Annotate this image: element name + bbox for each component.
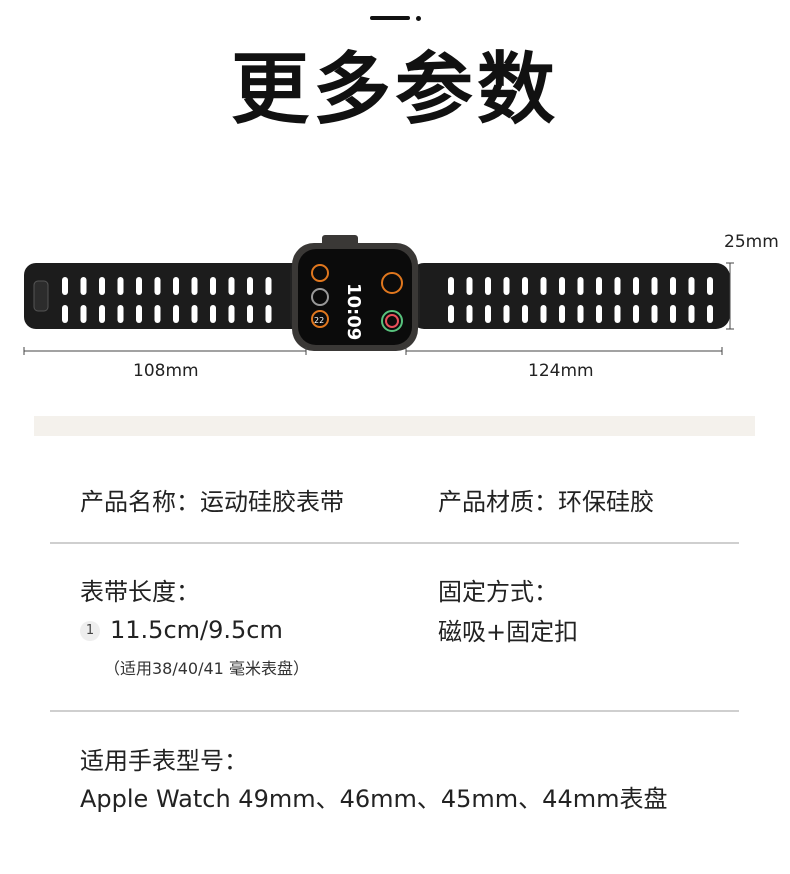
strap-hole <box>670 305 676 323</box>
strap-hole <box>210 305 216 323</box>
right-length-label: 124mm <box>528 361 594 381</box>
strap-hole <box>485 277 491 295</box>
strap-hole <box>80 305 87 323</box>
strap-hole <box>136 305 142 323</box>
strap-hole <box>117 277 124 295</box>
strap-hole <box>651 305 658 323</box>
strap-hole <box>191 277 198 295</box>
fastening-value: 磁吸+固定扣 <box>438 618 579 646</box>
strap-hole <box>559 277 565 295</box>
strap-hole <box>466 277 473 295</box>
strap-hole <box>707 305 713 323</box>
height-label: 25mm <box>724 232 779 252</box>
band-length-value: 11.5cm/9.5cm <box>110 616 283 644</box>
strap-hole <box>136 277 142 295</box>
product-name: 产品名称：运动硅胶表带 <box>80 488 344 516</box>
strap-hole <box>154 277 161 295</box>
left-length-label: 108mm <box>133 361 199 381</box>
strap-hole <box>99 305 105 323</box>
strap-hole <box>522 277 528 295</box>
left-strap-holes <box>62 277 272 323</box>
activity-ring <box>385 314 399 328</box>
strap-hole <box>117 305 124 323</box>
strap-hole <box>596 305 602 323</box>
left-strap <box>24 263 310 329</box>
strap-hole <box>228 305 235 323</box>
strap-hole <box>651 277 658 295</box>
strap-hole <box>210 277 216 295</box>
strap-hole <box>577 277 584 295</box>
row-divider <box>50 710 739 712</box>
strap-hole <box>448 277 454 295</box>
activity-ring <box>381 310 403 332</box>
strap-hole <box>688 305 695 323</box>
strap-hole <box>247 305 253 323</box>
strap-hole <box>173 305 179 323</box>
complication-ring <box>311 264 329 282</box>
strap-hole <box>503 277 510 295</box>
strap-hole <box>173 277 179 295</box>
watch-band-image: 22 10:09 <box>23 235 734 355</box>
watch-time: 10:09 <box>343 283 364 340</box>
strap-hole <box>614 305 621 323</box>
right-strap-holes <box>448 277 713 323</box>
strap-hole <box>466 305 473 323</box>
strap-hole <box>559 305 565 323</box>
strap-hole <box>99 277 105 295</box>
strap-hole <box>540 277 547 295</box>
product-material: 产品材质：环保硅胶 <box>438 488 654 516</box>
strap-hole <box>688 277 695 295</box>
strap-hole <box>247 277 253 295</box>
strap-hole <box>596 277 602 295</box>
activity-ring <box>381 272 403 294</box>
band-length-label: 表带长度： <box>80 578 200 606</box>
strap-hole <box>540 305 547 323</box>
band-length-index: 1 <box>80 621 100 641</box>
models-value: Apple Watch 49mm、46mm、45mm、44mm表盘 <box>80 785 668 813</box>
strap-hole <box>228 277 235 295</box>
watch-screen <box>298 249 412 345</box>
right-strap <box>410 263 730 329</box>
strap-hole <box>633 305 639 323</box>
strap-hole <box>614 277 621 295</box>
complication-ring <box>311 288 329 306</box>
strap-buckle <box>33 280 49 312</box>
strap-hole <box>522 305 528 323</box>
strap-hole <box>191 305 198 323</box>
strap-hole <box>503 305 510 323</box>
fastening-label: 固定方式： <box>438 578 558 606</box>
page-title: 更多参数 <box>230 45 559 135</box>
complication-ring <box>311 310 329 328</box>
complication-value: 22 <box>314 316 324 325</box>
strap-hole <box>62 277 68 295</box>
strap-hole <box>485 305 491 323</box>
strap-hole <box>265 305 272 323</box>
strap-hole <box>62 305 68 323</box>
strap-hole <box>633 277 639 295</box>
strap-hole <box>577 305 584 323</box>
band-length-note: （适用38/40/41 毫米表盘） <box>104 659 309 678</box>
strap-hole <box>448 305 454 323</box>
row-divider <box>50 542 739 544</box>
section-divider <box>34 416 755 436</box>
strap-hole <box>670 277 676 295</box>
models-label: 适用手表型号： <box>80 747 248 775</box>
strap-hole <box>154 305 161 323</box>
header-accent-dot <box>416 16 421 21</box>
header-accent-line <box>370 16 410 20</box>
strap-hole <box>80 277 87 295</box>
strap-hole <box>265 277 272 295</box>
strap-hole <box>707 277 713 295</box>
